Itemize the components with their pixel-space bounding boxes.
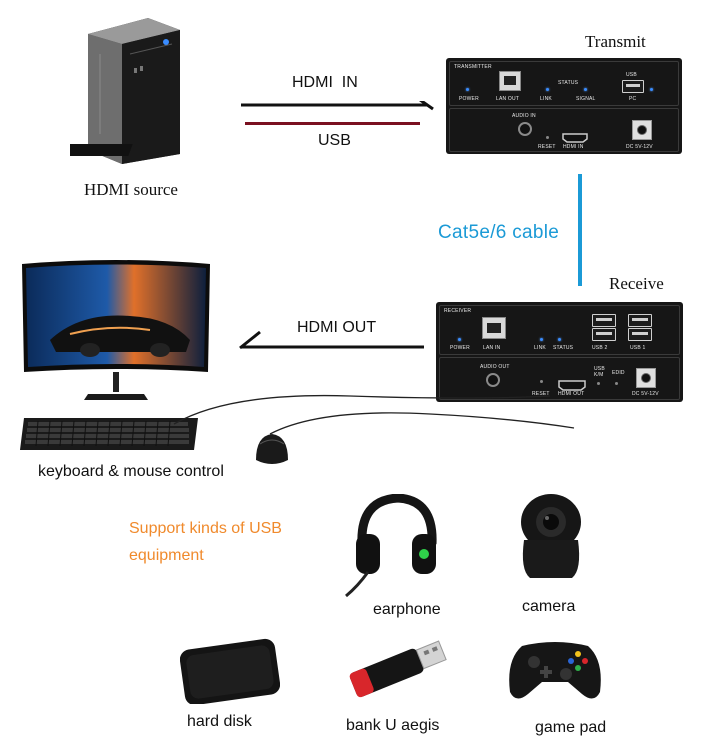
receive-title: Receive (609, 274, 664, 293)
earphone-label: earphone (373, 601, 441, 618)
usb-cables-curves (170, 388, 590, 448)
status-label: STATUS (558, 80, 579, 86)
usb1-port-a (628, 314, 652, 327)
audio-in-jack (518, 122, 532, 136)
rx-dc-label: DC 5V-12V (632, 391, 659, 397)
game-pad-label: game pad (535, 719, 607, 736)
usb2-label: USB 2 (592, 345, 608, 351)
pc-led (650, 88, 653, 91)
hdmi-out-cable-line (236, 330, 426, 352)
cat-cable-line (578, 174, 582, 286)
usb1-label: USB 1 (630, 345, 646, 351)
rx-power-label: POWER (450, 345, 470, 351)
dc-power-jack (632, 120, 652, 140)
lan-out-label: LAN OUT (496, 96, 520, 102)
camera-label: camera (522, 598, 576, 615)
usb-km-led (597, 382, 600, 385)
keyboard (18, 416, 200, 452)
hard-disk-image (179, 632, 281, 706)
lan-in-label: LAN IN (483, 345, 501, 351)
signal-led (584, 88, 587, 91)
cable-label: Cat5e/6 cable (438, 222, 560, 243)
edid-label: EDID (612, 370, 625, 376)
camera-image (512, 490, 590, 584)
receiver-title: RECEIVER (444, 308, 472, 314)
rx-link-led (540, 338, 543, 341)
keyboard-caption: keyboard & mouse control (38, 463, 224, 480)
hdmi-source-pc (40, 14, 185, 164)
rx-link-label: LINK (534, 345, 546, 351)
usb-pc-port (622, 80, 644, 93)
usb-cable-line (245, 122, 420, 125)
usb-label-small: USB (626, 72, 637, 78)
edid-led (615, 382, 618, 385)
monitor (20, 260, 212, 410)
signal-label: SIGNAL (576, 96, 596, 102)
rx-dc-power-jack (636, 368, 656, 388)
hdmi-in-port (562, 130, 588, 143)
reset-label: RESET (538, 144, 556, 150)
rx-reset-label: RESET (532, 391, 550, 397)
support-text-line1: Support kinds of USB (129, 520, 282, 537)
audio-out-label: AUDIO OUT (480, 364, 510, 370)
reset-button (546, 136, 549, 139)
rx-reset-button (540, 380, 543, 383)
link-led (546, 88, 549, 91)
usb2-port-b (592, 328, 616, 341)
hard-disk-label: hard disk (187, 713, 252, 730)
earphone-image (340, 493, 444, 600)
rx-status-led (558, 338, 561, 341)
power-led (466, 88, 469, 91)
pc-label: PC (629, 96, 637, 102)
power-label: POWER (459, 96, 479, 102)
lan-out-port (499, 71, 521, 91)
mouse (252, 430, 292, 468)
pc-caption: HDMI source (84, 180, 178, 199)
usb-flash-drive-image (330, 630, 452, 710)
rx-status-label: STATUS (553, 345, 574, 351)
support-text-line2: equipment (129, 547, 204, 564)
game-pad-image (506, 636, 604, 706)
link-label: LINK (540, 96, 552, 102)
usb2-port-a (592, 314, 616, 327)
receiver-device: RECEIVER POWER LAN IN LINK STATUS USB 2 … (436, 302, 683, 402)
lan-in-port (482, 317, 506, 339)
audio-in-label: AUDIO IN (512, 113, 536, 119)
transmitter-device: TRANSMITTER POWER LAN OUT STATUS LINK SI… (446, 58, 682, 154)
hdmi-in-cable-line (241, 93, 436, 112)
usb-label: USB (318, 132, 351, 149)
hdmi-in-label: HDMI IN (292, 74, 358, 91)
hdmi-out-port (558, 378, 586, 391)
bank-u-label: bank U aegis (346, 717, 440, 734)
transmit-title: Transmit (585, 32, 646, 51)
audio-out-jack (486, 373, 500, 387)
hdmi-in-port-label: HDMI IN (563, 144, 584, 150)
usb-km-label: USB K/M (594, 366, 605, 378)
usb1-port-b (628, 328, 652, 341)
hdmi-out-label: HDMI OUT (297, 319, 377, 336)
dc-label: DC 5V-12V (626, 144, 653, 150)
transmitter-title: TRANSMITTER (454, 64, 492, 70)
rx-power-led (458, 338, 461, 341)
hdmi-out-port-label: HDMI OUT (558, 391, 585, 397)
